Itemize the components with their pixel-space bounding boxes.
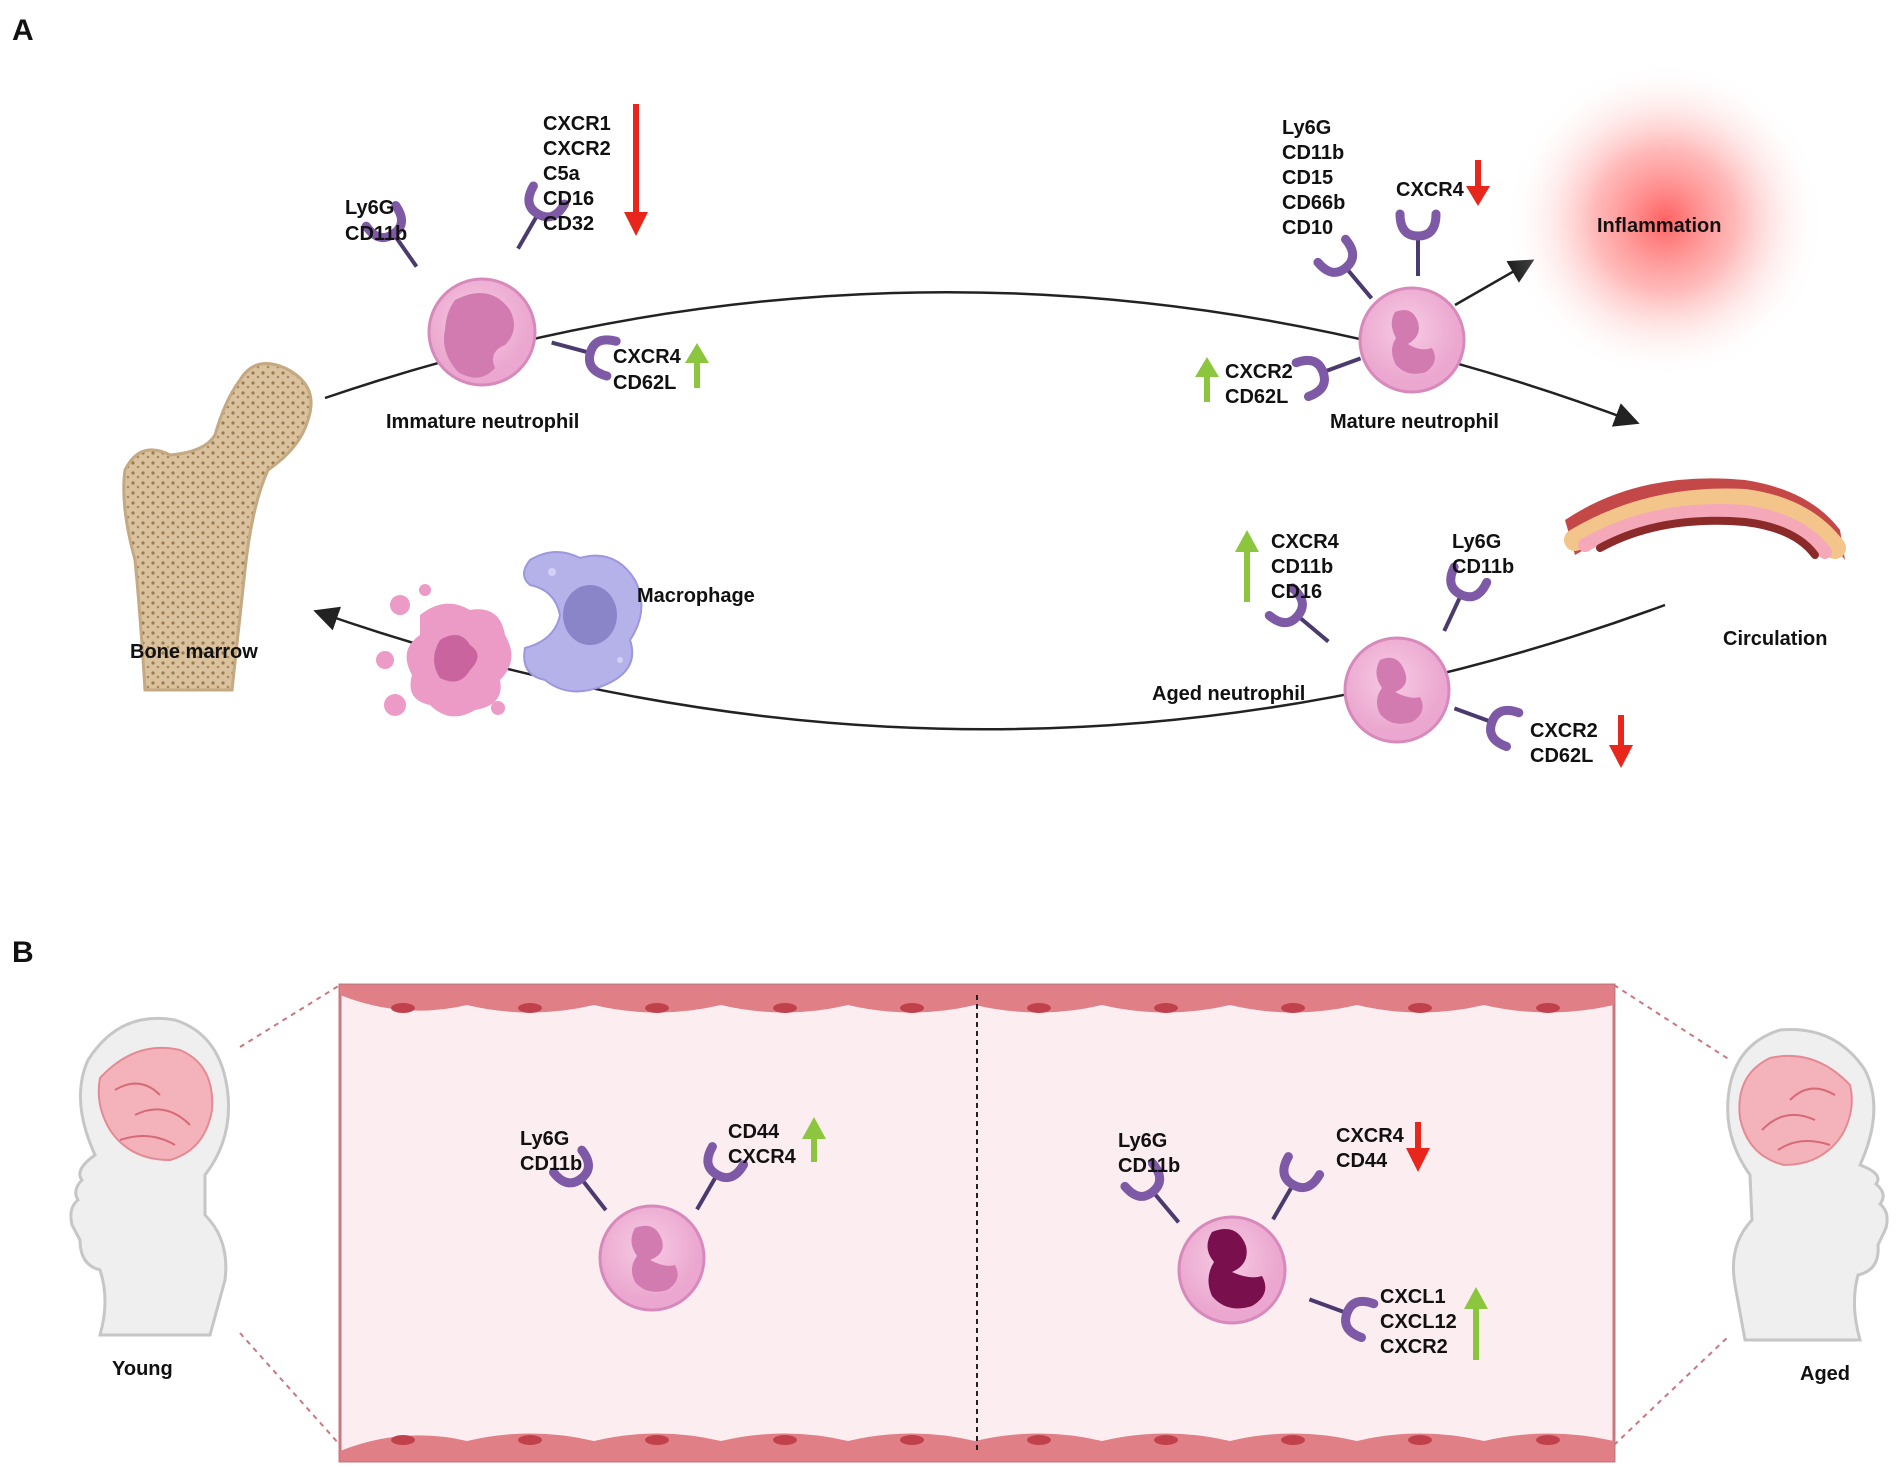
immature-top-marker-5: CD32 [543, 213, 594, 235]
bottom-endothelium [340, 1433, 1614, 1461]
bone-marrow-label: Bone marrow [130, 641, 258, 663]
aged-neutrophil [1269, 567, 1519, 746]
immature-top-marker-1: CXCR1 [543, 113, 611, 135]
mature-caption: Mature neutrophil [1330, 411, 1499, 433]
blood-vessel-icon [1564, 478, 1846, 560]
aged-vessel-right-marker-2: CD44 [1336, 1150, 1388, 1172]
immature-top-marker-3: C5a [543, 163, 581, 185]
immature-caption: Immature neutrophil [386, 411, 579, 433]
aged-right-marker-1: Ly6G [1452, 531, 1501, 553]
mature-top-down-arrow [1466, 160, 1490, 206]
young-left-marker-2: CD11b [520, 1153, 582, 1175]
mature-left-marker-5: CD10 [1282, 217, 1333, 239]
aged-left-marker-1: CXCR4 [1271, 531, 1340, 553]
mature-left-low-up-arrow [1195, 357, 1219, 402]
aged-low-down-arrow [1609, 715, 1633, 768]
young-label: Young [112, 1358, 173, 1380]
mature-left-marker-1: Ly6G [1282, 117, 1331, 139]
mature-neutrophil [1296, 214, 1466, 397]
top-endothelium [340, 985, 1614, 1013]
immature-top-marker-4: CD16 [543, 188, 594, 210]
young-vessel-neutrophil [553, 1147, 743, 1312]
young-left-marker-1: Ly6G [520, 1128, 569, 1150]
circulation-label: Circulation [1723, 628, 1827, 650]
aged-left-up-arrow [1235, 530, 1259, 602]
aged-vessel-right-marker-1: CXCR4 [1336, 1125, 1405, 1147]
aged-low-marker-2: CD62L [1530, 745, 1593, 767]
aged-vessel-low-marker-1: CXCL1 [1380, 1286, 1446, 1308]
macrophage-icon [523, 551, 643, 693]
immature-neutrophil [366, 186, 616, 387]
immature-left-marker-2: CD11b [345, 223, 407, 245]
return-arc [313, 603, 1666, 731]
immature-left-marker-1: Ly6G [345, 197, 394, 219]
young-zoom-line-top [239, 984, 341, 1048]
apoptotic-neutrophil-icon [376, 584, 512, 717]
inflammation-glow [1505, 60, 1825, 380]
young-zoom-line-bottom [239, 1332, 341, 1446]
immature-top-marker-2: CXCR2 [543, 138, 611, 160]
aged-zoom-line-top [1613, 984, 1731, 1061]
macrophage-label: Macrophage [637, 585, 755, 607]
panel-a-letter: A [12, 14, 34, 47]
aged-vessel-left-marker-1: Ly6G [1118, 1130, 1167, 1152]
aged-vessel-left-marker-2: CD11b [1118, 1155, 1180, 1177]
aged-caption: Aged neutrophil [1152, 683, 1305, 705]
aged-left-marker-2: CD11b [1271, 556, 1333, 578]
aged-low-marker-1: CXCR2 [1530, 720, 1598, 742]
bone-marrow-icon [122, 362, 313, 692]
immature-right-up-arrow [685, 343, 709, 388]
young-right-up-arrow [802, 1117, 826, 1162]
mature-left-low-marker-1: CXCR2 [1225, 361, 1293, 383]
aged-vessel-neutrophil [1125, 1157, 1374, 1338]
aged-left-marker-3: CD16 [1271, 581, 1322, 603]
immature-right-marker-1: CXCR4 [613, 346, 682, 368]
young-right-marker-1: CD44 [728, 1121, 780, 1143]
aged-head-icon [1726, 1028, 1889, 1342]
young-right-marker-2: CXCR4 [728, 1146, 797, 1168]
young-head-icon [69, 1016, 230, 1337]
mature-top-marker: CXCR4 [1396, 179, 1465, 201]
aged-zoom-line-bottom [1613, 1334, 1731, 1446]
panel-b-letter: B [12, 936, 34, 969]
mature-left-marker-4: CD66b [1282, 192, 1345, 214]
aged-right-marker-2: CD11b [1452, 556, 1514, 578]
immature-right-marker-2: CD62L [613, 372, 676, 394]
aged-label: Aged [1800, 1363, 1850, 1385]
aged-vessel-low-marker-2: CXCL12 [1380, 1311, 1457, 1333]
aged-vessel-low-up-arrow [1464, 1287, 1488, 1360]
mature-left-low-marker-2: CD62L [1225, 386, 1288, 408]
mature-left-marker-2: CD11b [1282, 142, 1344, 164]
vessel-section [338, 983, 1616, 1463]
aged-vessel-low-marker-3: CXCR2 [1380, 1336, 1448, 1358]
inflammation-label: Inflammation [1597, 215, 1721, 237]
aged-vessel-right-down-arrow [1406, 1122, 1430, 1172]
immature-top-down-arrow [624, 104, 648, 236]
mature-left-marker-3: CD15 [1282, 167, 1333, 189]
